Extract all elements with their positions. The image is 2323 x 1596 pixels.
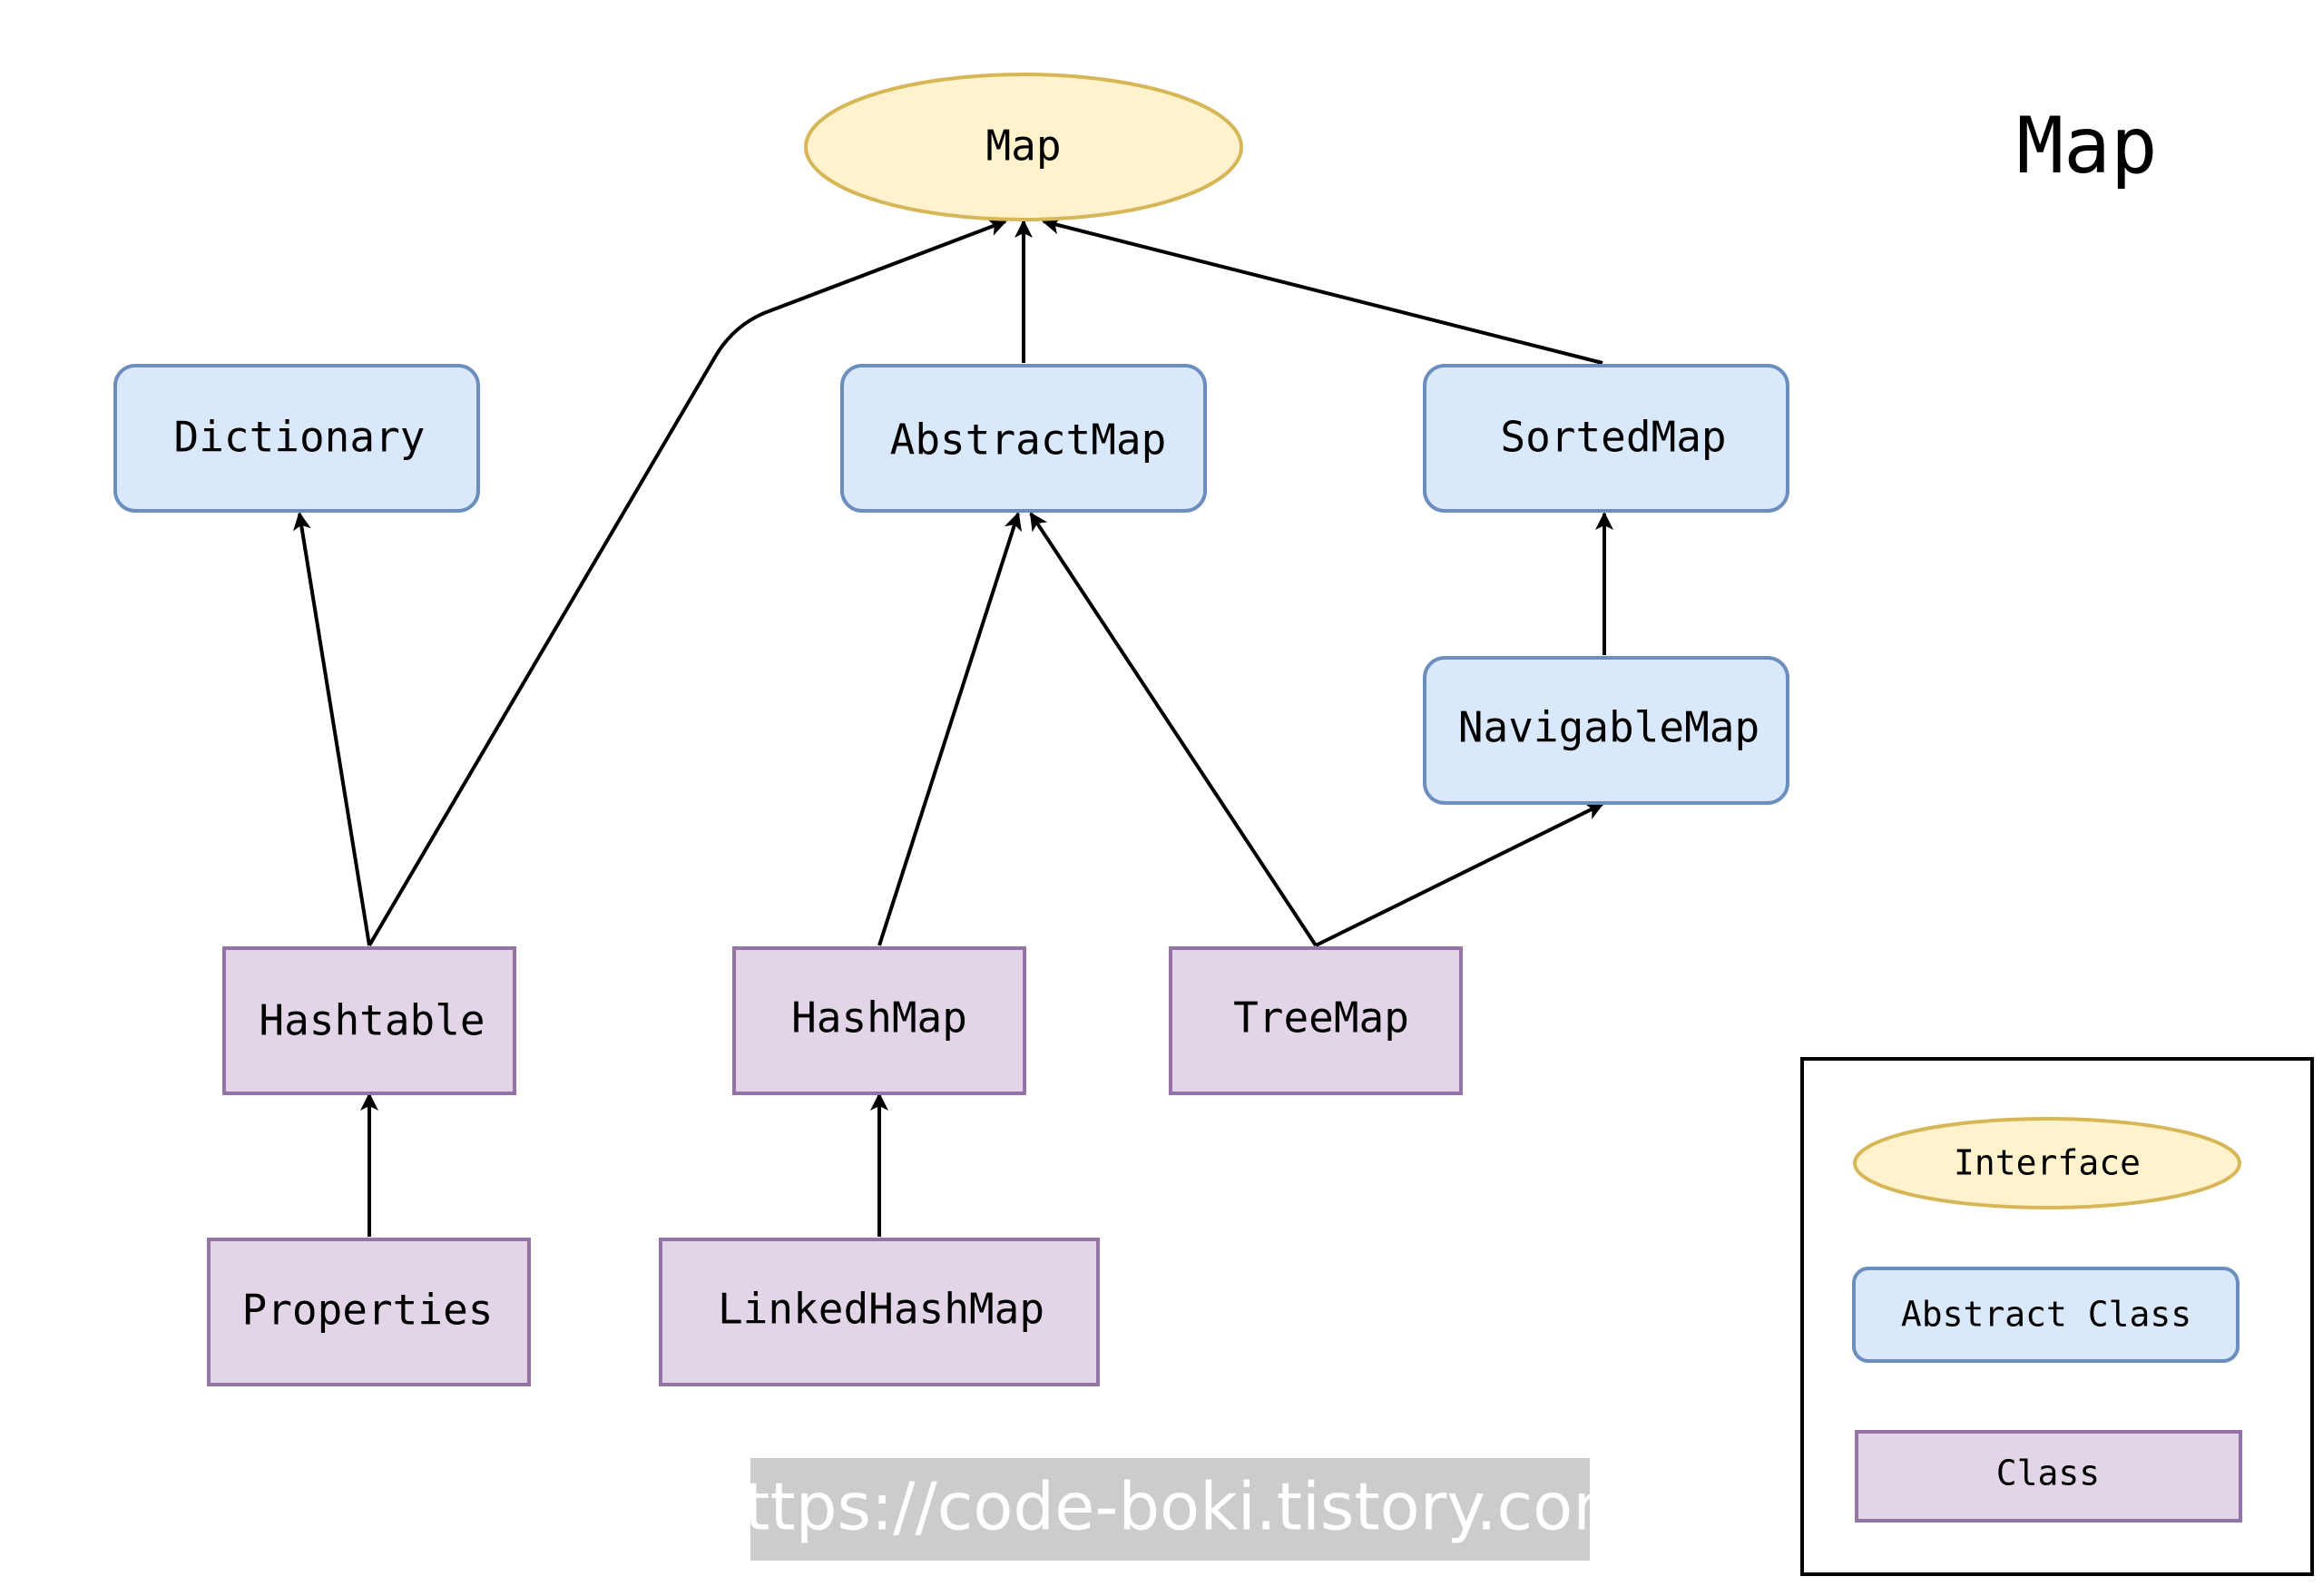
node-treemap-label: TreeMap xyxy=(1233,994,1409,1043)
node-navigablemap-label: NavigableMap xyxy=(1458,703,1759,752)
legend: Interface Abstract Class Class xyxy=(1800,1057,2314,1576)
node-hashmap-label: HashMap xyxy=(791,994,967,1043)
node-hashtable: Hashtable xyxy=(222,946,516,1095)
node-sortedmap: SortedMap xyxy=(1423,364,1789,513)
node-abstractmap: AbstractMap xyxy=(840,364,1207,513)
watermark-background xyxy=(750,1458,1590,1561)
edge-hashtable-to-dictionary xyxy=(293,512,371,946)
node-dictionary: Dictionary xyxy=(113,364,480,513)
node-dictionary-label: Dictionary xyxy=(174,413,426,462)
node-properties-label: Properties xyxy=(242,1286,494,1335)
edges xyxy=(293,216,1613,1237)
edge-treemap-to-abstractmap xyxy=(1029,512,1318,947)
node-abstractmap-label: AbstractMap xyxy=(890,416,1167,465)
edge-sortedmap-to-map xyxy=(1042,216,1603,365)
node-sortedmap-label: SortedMap xyxy=(1500,413,1726,462)
watermark: https://code-boki.tistory.com xyxy=(703,1458,1637,1561)
node-hashmap-shape xyxy=(732,946,1026,1095)
node-dictionary-shape xyxy=(113,364,480,513)
node-properties-shape xyxy=(207,1238,531,1386)
legend-abstract-class-swatch xyxy=(1852,1267,2240,1363)
node-map-shape xyxy=(804,73,1243,221)
legend-class-label: Class xyxy=(1996,1454,2100,1493)
node-treemap: TreeMap xyxy=(1169,946,1463,1095)
node-abstractmap-shape xyxy=(840,364,1207,513)
diagram-title: Map xyxy=(2016,101,2157,191)
watermark-text: https://code-boki.tistory.com xyxy=(703,1469,1637,1545)
edge-hashmap-to-abstractmap xyxy=(877,512,1023,946)
node-map: Map xyxy=(804,73,1243,221)
node-properties: Properties xyxy=(207,1238,531,1386)
edge-treemap-to-navigablemap xyxy=(1315,802,1604,947)
legend-abstract-class-label: Abstract Class xyxy=(1901,1295,2191,1335)
node-navigablemap: NavigableMap xyxy=(1423,656,1789,805)
node-map-label: Map xyxy=(985,122,1061,171)
node-hashtable-label: Hashtable xyxy=(259,996,485,1045)
legend-class-swatch xyxy=(1855,1430,2242,1523)
legend-interface-swatch xyxy=(1853,1117,2241,1209)
node-linkedhashmap-shape xyxy=(659,1238,1100,1386)
node-hashtable-shape xyxy=(222,946,516,1095)
node-navigablemap-shape xyxy=(1423,656,1789,805)
node-hashmap: HashMap xyxy=(732,946,1026,1095)
node-treemap-shape xyxy=(1169,946,1463,1095)
edge-hashtable-to-map xyxy=(368,219,1007,947)
legend-interface-label: Interface xyxy=(1954,1143,2141,1183)
node-linkedhashmap-label: LinkedHashMap xyxy=(718,1285,1044,1334)
node-sortedmap-shape xyxy=(1423,364,1789,513)
node-linkedhashmap: LinkedHashMap xyxy=(659,1238,1100,1386)
